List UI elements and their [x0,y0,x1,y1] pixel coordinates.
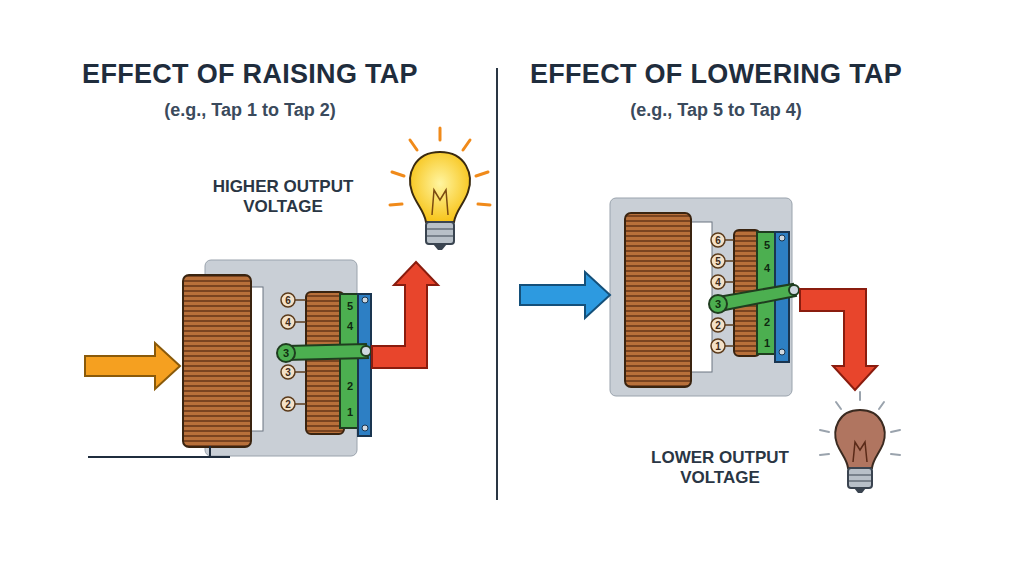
selector-number: 3 [283,347,289,359]
dim-bulb [820,392,900,493]
output-note: HIGHER OUTPUT VOLTAGE [188,177,378,218]
output-note: LOWER OUTPUT VOLTAGE [625,448,815,489]
panel-subtitle: (e.g., Tap 1 to Tap 2) [164,100,335,121]
strip-number: 1 [764,337,770,349]
left-transformer [85,260,438,457]
strip-number: 2 [347,380,353,392]
tap-number: 3 [285,367,291,378]
tap-number: 5 [715,256,721,267]
tap-number: 2 [285,399,291,410]
panel-title: EFFECT OF LOWERING TAP [530,59,902,90]
strip-number: 5 [347,300,353,312]
tap-number: 2 [715,320,721,331]
right-transformer [520,198,877,396]
tap-number: 6 [715,235,721,246]
selector-number: 3 [715,298,721,310]
tap-number: 1 [715,341,721,352]
tap-number: 6 [285,295,291,306]
strip-number: 2 [764,316,770,328]
strip-number: 5 [764,239,770,251]
panel-subtitle: (e.g., Tap 5 to Tap 4) [630,100,801,121]
tap-number: 4 [715,277,721,288]
strip-number: 4 [764,262,770,274]
strip-number: 1 [347,406,353,418]
panel-title: EFFECT OF RAISING TAP [82,59,418,90]
strip-number: 4 [347,320,353,332]
divider [496,68,498,500]
bright-bulb [390,128,490,250]
tap-number: 4 [285,317,291,328]
